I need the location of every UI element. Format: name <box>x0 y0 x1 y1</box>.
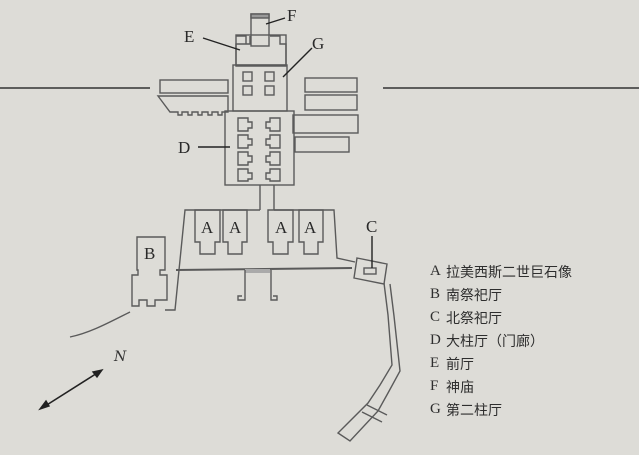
label-e: E <box>184 27 195 46</box>
side-room <box>156 95 229 116</box>
leader-line-g <box>282 47 313 78</box>
terrain-curve <box>69 311 131 338</box>
label-a: A <box>201 218 214 237</box>
legend-item: F 神庙 <box>430 375 572 398</box>
hall-g <box>232 64 288 112</box>
label-a: A <box>304 218 317 237</box>
label-a: A <box>229 218 242 237</box>
legend-text: 前厅 <box>446 356 474 373</box>
sanctuary-f <box>250 13 270 47</box>
vestibule-e <box>235 34 287 66</box>
legend-key: F <box>430 378 439 394</box>
side-room <box>292 114 359 134</box>
legend-item: A 拉美西斯二世巨石像 <box>430 260 572 283</box>
legend-text: 大柱厅（门廊） <box>446 333 544 350</box>
forecourt <box>165 209 356 311</box>
legend-key: A <box>430 263 441 279</box>
legend-item: D 大柱厅（门廊） <box>430 329 572 352</box>
side-room <box>294 136 350 153</box>
legend-text: 拉美西斯二世巨石像 <box>446 264 572 281</box>
legend-text: 北祭祀厅 <box>446 310 502 327</box>
label-a: A <box>275 218 288 237</box>
north-label: N <box>114 349 127 365</box>
side-room <box>304 77 358 93</box>
label-c: C <box>366 217 378 236</box>
north-chapel-c-altar <box>363 267 377 275</box>
entrance-threshold <box>245 269 270 273</box>
legend-item: G 第二柱厅 <box>430 398 572 421</box>
legend-text: 第二柱厅 <box>446 402 502 419</box>
legend-item: B 南祭祀厅 <box>430 283 572 306</box>
vestibule-e-niches <box>235 35 287 67</box>
label-f: F <box>287 6 297 25</box>
passage <box>259 185 275 210</box>
hypostyle-hall-d <box>224 110 295 186</box>
legend-key: B <box>430 286 441 302</box>
label-d: D <box>178 138 191 157</box>
legend-text: 神庙 <box>446 379 474 396</box>
south-chapel-b <box>131 236 168 307</box>
legend-item: C 北祭祀厅 <box>430 306 572 329</box>
hall-g-pillars <box>242 71 275 96</box>
leader-line-e <box>202 37 241 51</box>
legend-key: G <box>430 401 441 417</box>
colossi-a <box>194 209 324 255</box>
legend-key: D <box>430 332 441 348</box>
side-room <box>304 94 358 111</box>
causeway-gate <box>361 404 388 423</box>
legend-key: E <box>430 355 440 371</box>
legend-text: 南祭祀厅 <box>446 287 502 304</box>
legend-item: E 前厅 <box>430 352 572 375</box>
leader-line-f <box>265 17 286 25</box>
causeway <box>336 282 401 442</box>
north-chapel-c <box>353 257 388 285</box>
sanctuary-f-lintel <box>250 13 270 19</box>
hall-d-pillars <box>237 117 281 182</box>
legend-key: C <box>430 309 441 325</box>
side-room <box>159 79 229 94</box>
label-b: B <box>144 244 156 263</box>
entrance-walls <box>237 270 278 301</box>
north-arrow-icon <box>38 368 104 411</box>
label-g: G <box>312 34 325 53</box>
